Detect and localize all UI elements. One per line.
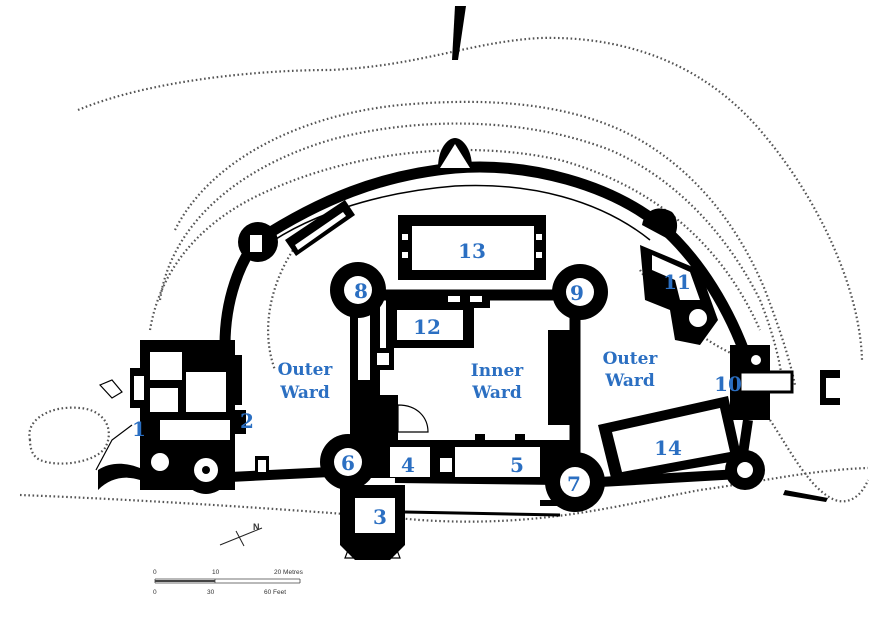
- west-approach-path: [95, 379, 133, 471]
- outer-ward-west-line2: Ward: [279, 383, 330, 403]
- north-letter: N: [253, 522, 260, 532]
- curtain-wall: [255, 161, 754, 364]
- label-13: 13: [458, 239, 486, 263]
- inner-ward-dotted-path: [267, 239, 301, 371]
- location-numbers: 1 2 3 4 5 6 7 8 9 10 11 12 13 14: [132, 239, 742, 529]
- north-arrow: N: [219, 522, 263, 547]
- ward-labels: Outer Ward Inner Ward Outer Ward: [278, 349, 659, 403]
- label-3: 3: [373, 505, 387, 529]
- label-6: 6: [341, 451, 355, 475]
- inner-bank-line: [158, 122, 784, 381]
- building-3: [340, 485, 561, 560]
- label-7: 7: [567, 472, 581, 496]
- building-12: [386, 290, 490, 348]
- outer-ward-east-line1: Outer: [603, 349, 659, 369]
- scale-metres-10: 10: [212, 569, 220, 576]
- label-12: 12: [413, 315, 441, 339]
- south-east-wall-fragment: [783, 490, 828, 502]
- north-wall-fragment: [452, 6, 466, 60]
- inner-ward-line1: Inner: [471, 361, 524, 381]
- south-wall-details: [232, 355, 560, 506]
- outer-ward-east-line2: Ward: [604, 371, 655, 391]
- building-14: [598, 396, 742, 482]
- outer-ward-west-line1: Outer: [278, 360, 334, 380]
- east-ditch-line: [769, 419, 870, 503]
- building-11: [640, 245, 718, 345]
- outer-bank-line: [77, 36, 864, 361]
- label-4: 4: [401, 453, 415, 477]
- label-9: 9: [570, 281, 584, 305]
- label-11: 11: [663, 270, 691, 294]
- label-8: 8: [354, 279, 368, 303]
- scale-feet-0: 0: [153, 589, 157, 596]
- outer-towers: [238, 138, 678, 262]
- label-2: 2: [240, 409, 254, 433]
- ditch-line: [148, 148, 762, 331]
- label-5: 5: [510, 453, 524, 477]
- label-1: 1: [132, 417, 146, 441]
- curtain-wall-inner-edge: [249, 184, 651, 259]
- scale-bar: 0 10 20 Metres 0 30 60 Feet: [153, 569, 304, 596]
- scale-feet-30: 30: [207, 589, 215, 596]
- south-bank-line: [19, 466, 869, 523]
- label-14: 14: [654, 436, 682, 460]
- west-mound-outline: [28, 406, 110, 465]
- nw-outer-building: [285, 200, 355, 256]
- scale-feet-60: 60 Feet: [264, 589, 286, 596]
- building-4-5: [390, 434, 540, 477]
- label-10: 10: [714, 372, 742, 396]
- northeast-mural-tower: [642, 208, 678, 240]
- middle-bank-line: [174, 100, 797, 386]
- building-13: [398, 215, 546, 280]
- inner-ward-features: [372, 330, 576, 440]
- west-gatehouse: [98, 340, 269, 494]
- scale-metres-0: 0: [153, 569, 157, 576]
- building-10: [725, 345, 794, 490]
- east-outwork-fragment: [820, 370, 840, 405]
- scale-metres-20: 20 Metres: [274, 569, 304, 576]
- inner-corner-towers: [320, 262, 608, 512]
- inner-ward-line2: Ward: [471, 383, 522, 403]
